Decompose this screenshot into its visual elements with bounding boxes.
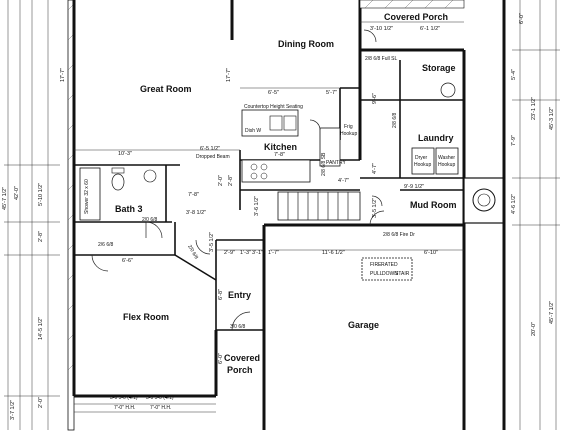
window-2-label: 3-0 5-0 (4/1): [146, 395, 174, 401]
dim-4-6: 4'-6 1/2": [511, 194, 517, 214]
interior-walls: [74, 60, 464, 331]
fire-rated-1: FIRE: [370, 262, 382, 268]
dim-9-9: 9'-9 1/2": [404, 184, 424, 190]
covered-porch-bottom-label-2: Porch: [227, 365, 253, 375]
dining-room-label: Dining Room: [278, 39, 334, 49]
porch-top-hatch: [359, 0, 465, 9]
kitchen-label: Kitchen: [264, 142, 297, 152]
dim-3-5: 3'-5 1/2": [209, 232, 215, 252]
dryer-label: Dryer: [415, 155, 428, 161]
dim-2-9: 2'-9": [224, 250, 235, 256]
covered-porch-top-label: Covered Porch: [384, 12, 448, 22]
dim-45-7: 45'-7 1/2": [2, 187, 8, 210]
dim-23-1: 23'-1 1/2": [531, 97, 537, 120]
dim-5-10: 5'-10 1/2": [38, 183, 44, 206]
door-30-68-label: 3/0 6/8: [230, 324, 246, 330]
dim-6-1: 6'-1 1/2": [420, 26, 440, 32]
dim-45-7-right: 45'-7 1/2": [549, 301, 555, 324]
dim-17-7-mid: 17'-7": [226, 68, 232, 82]
dim-5-4: 5'-4": [511, 69, 517, 80]
dim-6-10: 6'-10": [424, 250, 438, 256]
dim-3-10: 3'-10 1/2": [370, 26, 393, 32]
garage-right-strip: [463, 0, 506, 430]
dim-6-8: 6'-8": [218, 289, 224, 300]
dim-7-8: 7'-8": [274, 152, 285, 158]
washer-hookup-label: Hookup: [438, 162, 455, 168]
dim-3-1: 3'-1": [252, 250, 263, 256]
dim-3-5b: 3'-5 1/2": [372, 198, 378, 218]
dryer-hookup-label: Hookup: [414, 162, 431, 168]
flex-room-label: Flex Room: [123, 312, 169, 322]
full-sl-label: 2/8 6/8 Full SL: [365, 56, 397, 62]
dim-3-6: 3'-6 1/2": [254, 196, 260, 216]
fire-rated-4: DOWN: [382, 271, 398, 277]
dim-42-0: 42'-0": [14, 186, 20, 200]
dim-7-8b: 7'-8": [188, 192, 199, 198]
dim-1-7: 1'-7": [268, 250, 279, 256]
dim-11-6: 11'-6 1/2": [322, 250, 345, 256]
dim-6-6: 6'-6": [122, 258, 133, 264]
fire-rated-3: PULL: [370, 271, 383, 277]
laundry-label: Laundry: [418, 133, 454, 143]
door-26-68-label: 2/6 6/8: [98, 242, 114, 248]
fire-rated-2: RATED: [381, 262, 398, 268]
entry-label: Entry: [228, 290, 251, 300]
dim-4-7b: 4'-7": [338, 178, 349, 184]
dropped-beam-label: Dropped Beam: [196, 154, 230, 160]
stairs: [277, 191, 361, 221]
window-hh-2-label: 7'-0" H.H.: [150, 405, 171, 411]
dim-10-3: 10'-3": [118, 151, 132, 157]
dimension-lines: [4, 0, 560, 430]
door-20-68-label: 2/0 6/8: [142, 217, 158, 223]
door-28-68-label: 2/8 6/8: [392, 112, 398, 128]
dim-14-5: 14'-5 1/2": [38, 317, 44, 340]
exterior-walls: [72, 0, 466, 430]
great-room-label: Great Room: [140, 84, 192, 94]
dim-6-0-bot: 6'-0": [218, 353, 224, 364]
dim-17-7-left: 17'-7": [60, 68, 66, 82]
mud-room-label: Mud Room: [410, 200, 457, 210]
kitchen-counters: [241, 109, 341, 183]
pull-down-stair: [361, 257, 413, 281]
window-hh-1-label: 7'-0" H.H.: [114, 405, 135, 411]
bath-fixtures: [79, 167, 157, 221]
frig-label: Frig: [344, 124, 353, 130]
window-1-label: 3-0 5-0 (4/1): [110, 395, 138, 401]
washer-label: Washer: [438, 155, 455, 161]
bath-3-label: Bath 3: [115, 204, 143, 214]
dish-w-label: Dish W: [245, 128, 261, 134]
frig-hookup-label: Hookup: [340, 131, 357, 137]
laundry-appliances: [411, 82, 459, 175]
fire-rated-5: STAIR: [395, 271, 410, 277]
dimension-texts: 3'-10 1/2" 6'-1 1/2" 6'-0" 17'-7" 17'-7"…: [2, 13, 555, 420]
dim-3-7: 3'-7 1/2": [10, 400, 16, 420]
dim-6-5: 6'-5": [268, 90, 279, 96]
dim-2-0: 2'-0": [38, 397, 44, 408]
fire-door-label: 2/8 6/8 Fire Dr: [383, 232, 415, 238]
door-swings: [91, 29, 385, 331]
dim-6-0-top: 6'-0": [519, 13, 525, 24]
dim-5-7: 5'-7": [326, 90, 337, 96]
dim-3-8: 3'-8 1/2": [186, 210, 206, 216]
dim-6-5-half: 6'-5 1/2": [200, 146, 220, 152]
storage-label: Storage: [422, 63, 456, 73]
dim-9-6: 9'-6": [372, 93, 378, 104]
dim-2-8: 2'-8": [38, 231, 44, 242]
dim-7-9: 7'-9": [511, 135, 517, 146]
covered-porch-bottom-label-1: Covered: [224, 353, 260, 363]
dim-2-8b: 2'-8": [228, 175, 234, 186]
pantry-label: PANTRY: [326, 160, 346, 166]
dim-4-7: 4'-7": [372, 163, 378, 174]
room-labels: Great Room Dining Room Covered Porch Sto…: [115, 12, 457, 375]
dim-45-3: 45'-3 1/2": [549, 107, 555, 130]
countertop-label: Countertop Height Seating: [244, 104, 303, 110]
door-28-68-sl-label: 2/8 6/8 SB: [321, 152, 327, 176]
dim-2-0b: 2'-0": [218, 175, 224, 186]
dim-20-0: 20'-0": [531, 322, 537, 336]
dim-1-3: 1'-3": [240, 250, 251, 256]
shower-label: Shower 32 x 60: [84, 179, 90, 214]
garage-label: Garage: [348, 320, 379, 330]
